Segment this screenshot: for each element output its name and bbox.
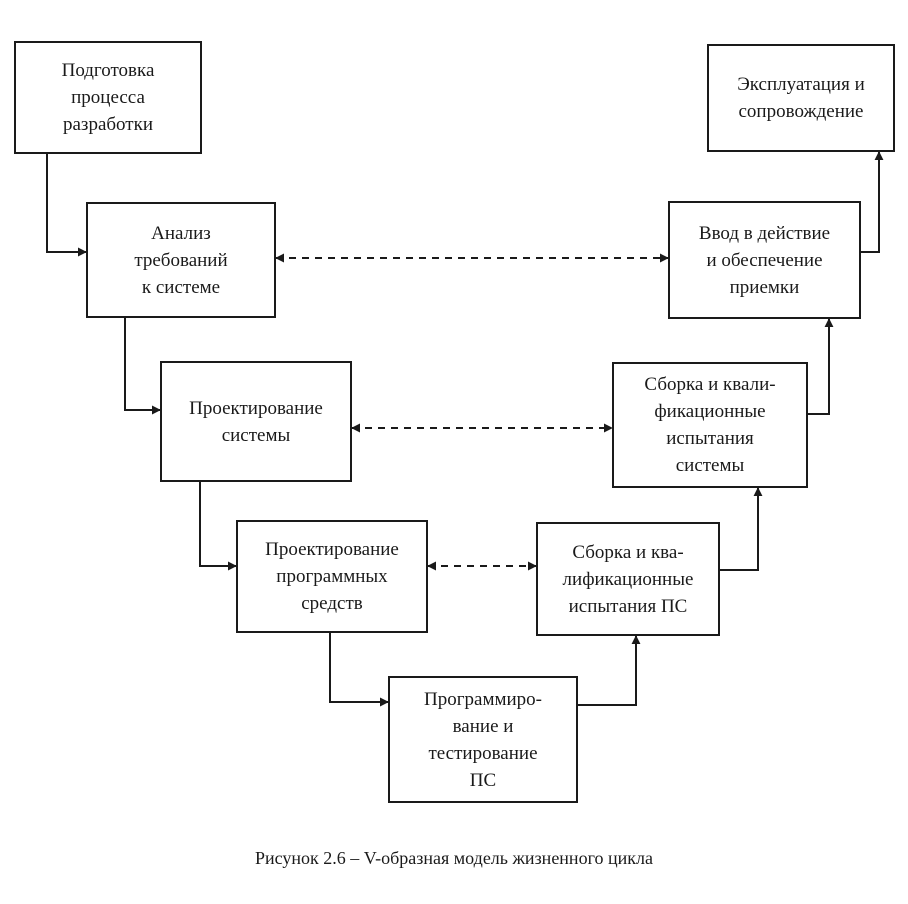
stage-prep-label: Подготовка процесса разработки [61, 60, 155, 135]
stage-commissioning: Ввод в действие и обеспечение приемки [668, 201, 861, 319]
flow-swintegration-to-sysintegration [720, 487, 763, 571]
stage-requirements-analysis: Анализ требований к системе [86, 202, 276, 318]
stage-system-design: Проектирование системы [160, 361, 352, 482]
stage-prep: Подготовка процесса разработки [14, 41, 202, 154]
stage-software-integration-label: Сборка и ква- лификационные испытания ПС [562, 541, 694, 617]
stage-coding-testing-label: Программиро- вание и тестирование ПС [424, 688, 542, 791]
stage-system-design-label: Проектирование системы [189, 397, 323, 446]
stage-system-integration-label: Сборка и квали- фикационные испытания си… [644, 374, 776, 476]
flow-analysis-to-sysdesign [124, 318, 161, 415]
stage-requirements-analysis-label: Анализ требований к системе [134, 222, 228, 298]
stage-operation-maintenance: Эксплуатация и сопровождение [707, 44, 895, 152]
stage-operation-maintenance-label: Эксплуатация и сопровождение [737, 74, 865, 122]
stage-commissioning-label: Ввод в действие и обеспечение приемки [698, 222, 831, 298]
stage-software-integration: Сборка и ква- лификационные испытания ПС [536, 522, 720, 636]
stage-software-design: Проектирование программных средств [236, 520, 428, 633]
flow-sysintegration-to-commissioning [808, 318, 834, 415]
stage-coding-testing: Программиро- вание и тестирование ПС [388, 676, 578, 803]
stage-system-integration: Сборка и квали- фикационные испытания си… [612, 362, 808, 488]
stage-software-design-label: Проектирование программных средств [265, 539, 399, 614]
flow-sysdesign-to-swdesign [199, 482, 237, 571]
flow-prep-to-analysis [46, 154, 87, 257]
flow-commissioning-to-operation [861, 151, 884, 253]
flow-coding-to-swintegration [578, 635, 641, 706]
flow-swdesign-to-coding [329, 633, 389, 707]
figure-caption: Рисунок 2.6 – V-образная модель жизненно… [255, 848, 653, 868]
